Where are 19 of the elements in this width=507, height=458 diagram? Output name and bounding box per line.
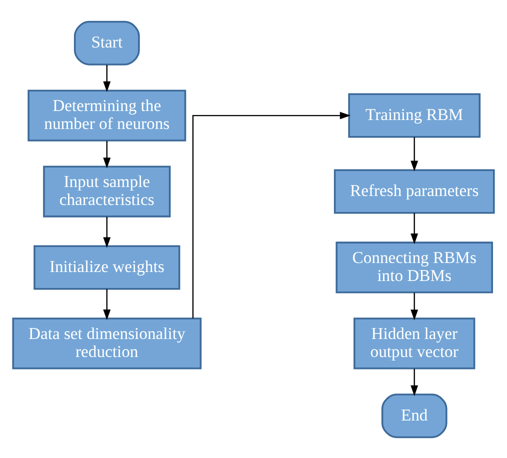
- arrow: [410, 368, 418, 396]
- node-box: Refresh parameters: [334, 168, 495, 214]
- arrow: [103, 288, 111, 320]
- node-box: Training RBM: [348, 92, 481, 138]
- arrow: [410, 292, 418, 320]
- arrow: [103, 140, 111, 168]
- arrow: [103, 216, 111, 248]
- node-box: End: [381, 393, 448, 438]
- arrow: [410, 136, 418, 171]
- node-box: Input sample characteristics: [43, 165, 171, 217]
- arrow: [103, 64, 111, 92]
- node-box: Data set dimensionality reduction: [12, 317, 202, 369]
- node-box: Determining the number of neurons: [28, 89, 186, 141]
- node-box: Hidden layer output vector: [354, 317, 476, 369]
- node-box: Start: [74, 20, 140, 65]
- arrow: [410, 212, 418, 244]
- arrow: [192, 111, 351, 318]
- node-box: Initialize weights: [34, 244, 180, 290]
- node-box: Connecting RBMs into DBMs: [336, 241, 493, 293]
